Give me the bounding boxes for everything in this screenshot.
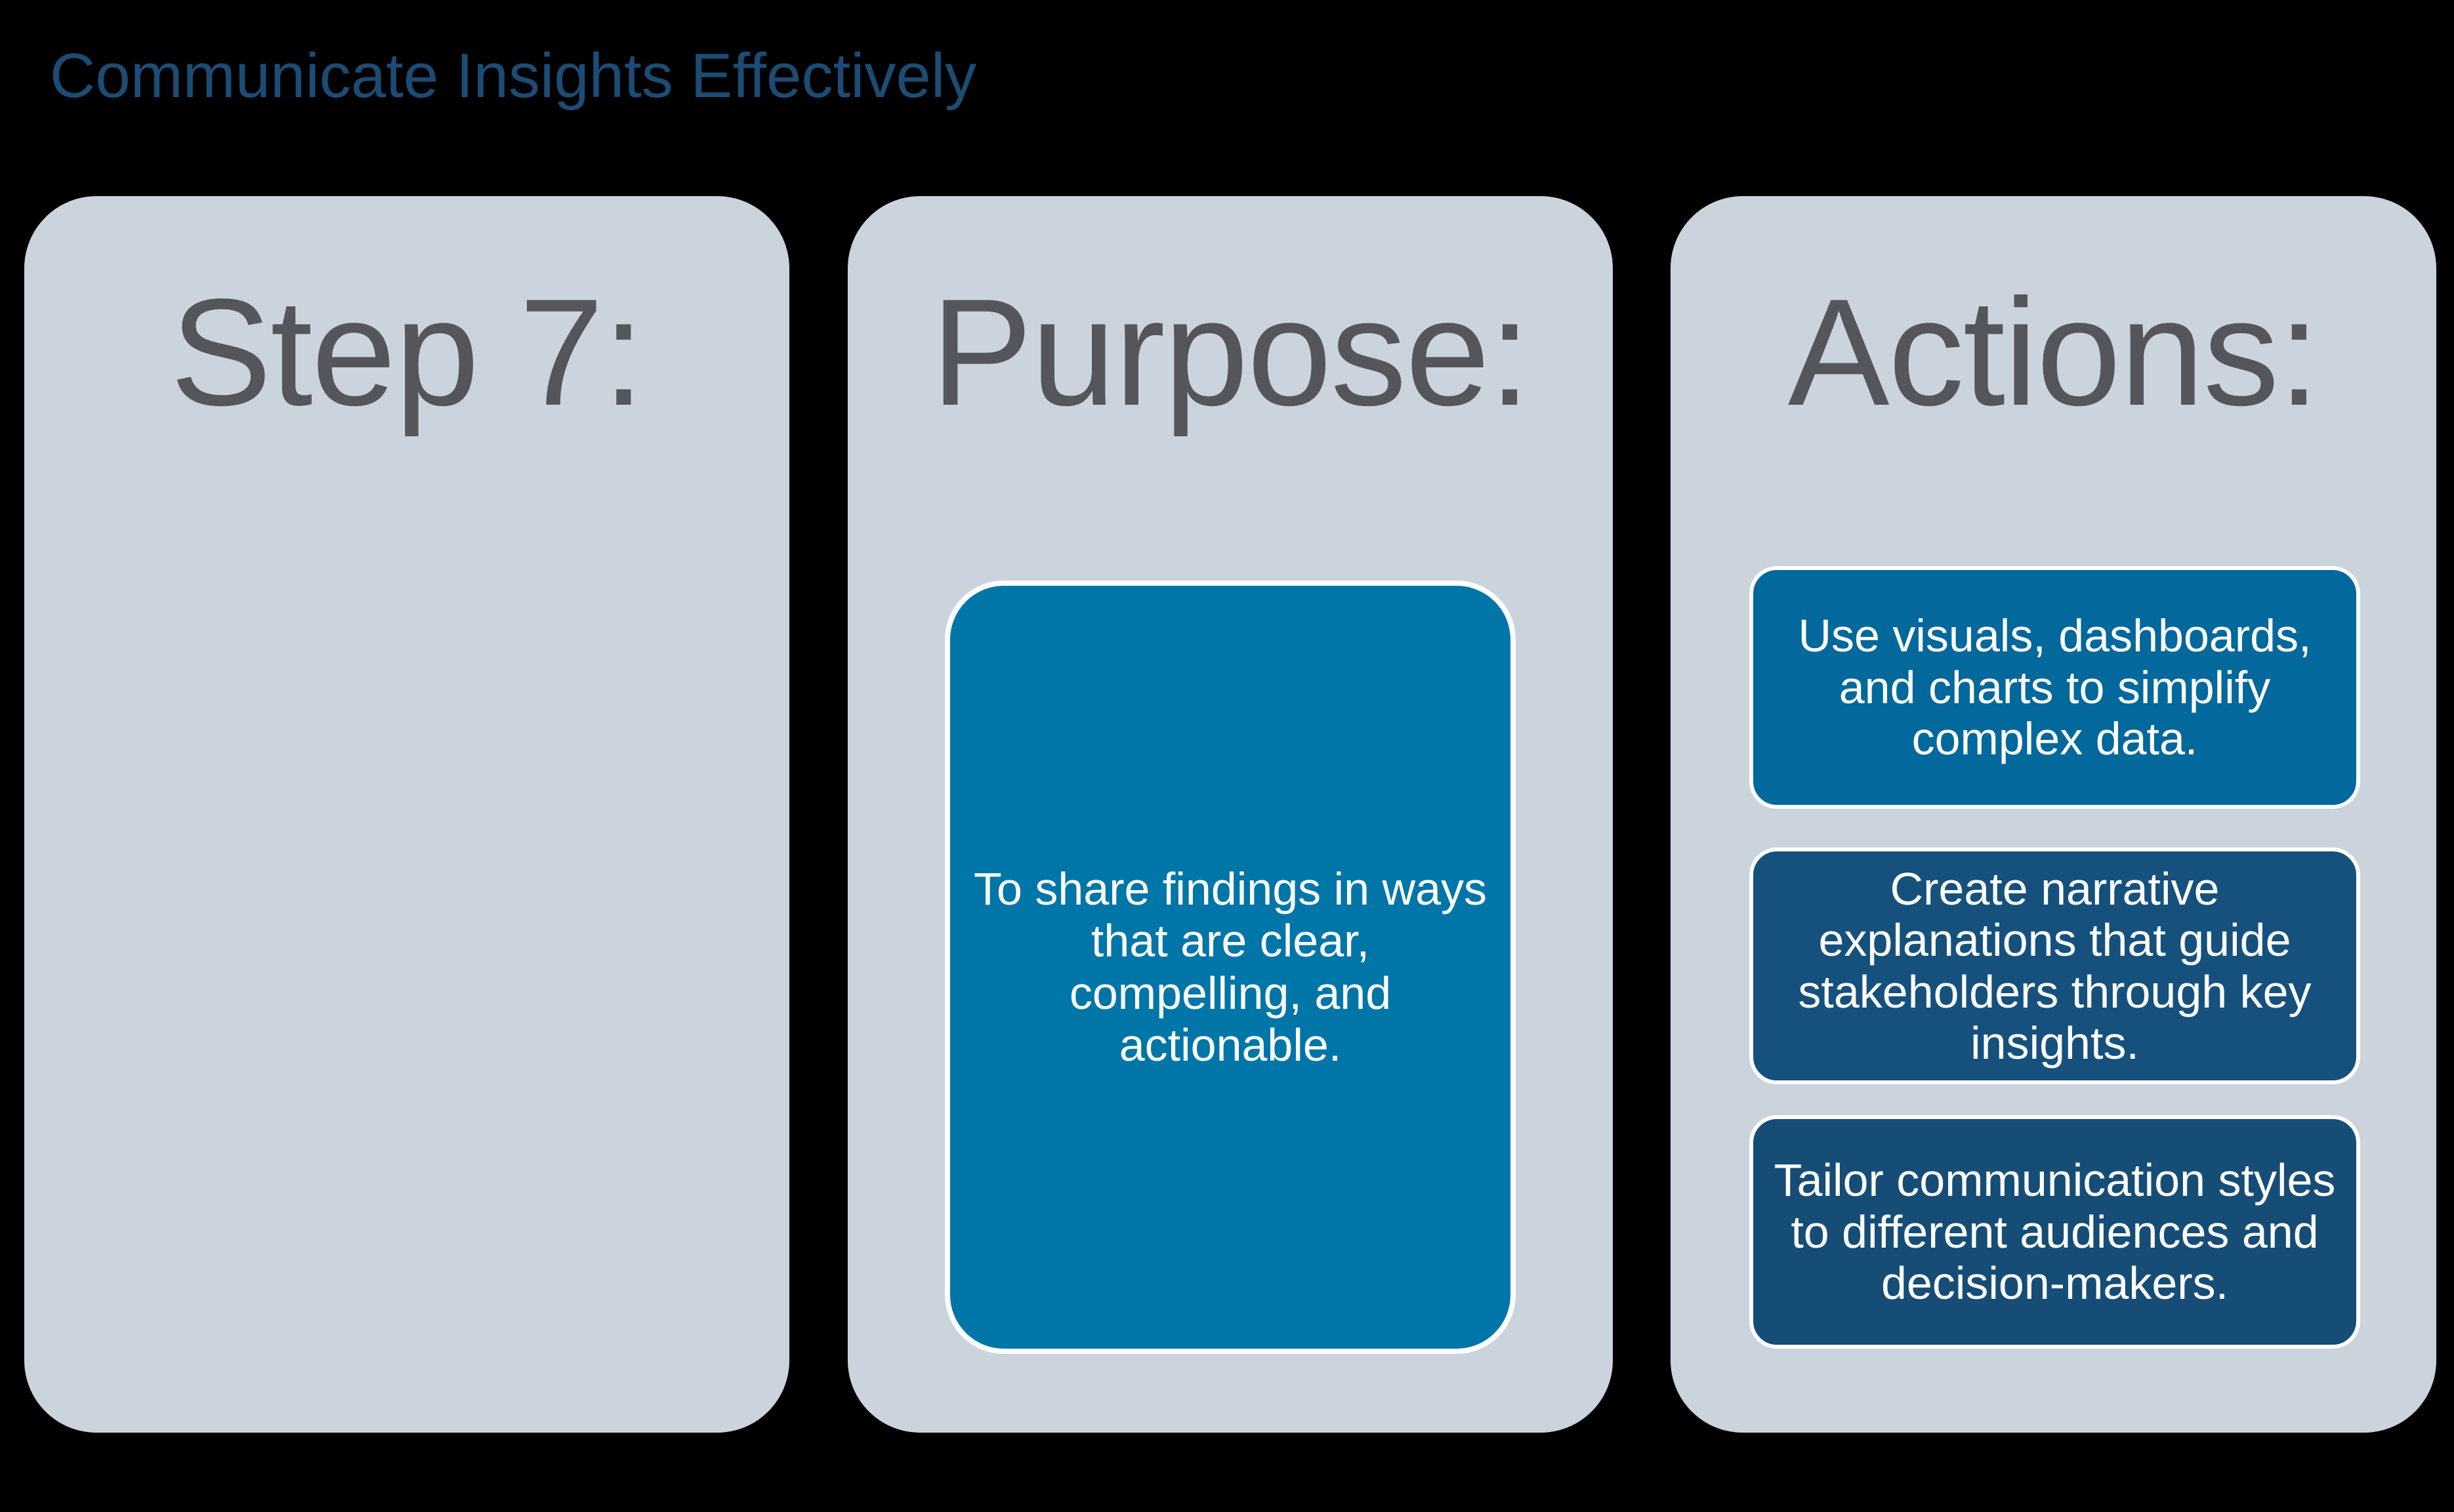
action-box-3-text: Tailor communication styles to different… [1774,1154,2336,1309]
panel-actions: Actions: Use visuals, dashboards, and ch… [1671,196,2436,1433]
panel-purpose-heading: Purpose: [930,268,1531,438]
panel-step-heading: Step 7: [170,268,644,438]
action-box-2: Create narrative explanations that guide… [1749,848,2360,1084]
action-box-1: Use visuals, dashboards, and charts to s… [1749,566,2360,809]
purpose-box: To share findings in ways that are clear… [945,581,1516,1354]
panel-actions-heading: Actions: [1787,268,2320,438]
panel-step: Step 7: [24,196,789,1433]
purpose-box-text: To share findings in ways that are clear… [973,863,1487,1071]
slide-title: Communicate Insights Effectively [50,41,977,111]
action-box-2-text: Create narrative explanations that guide… [1798,863,2312,1069]
panel-purpose: Purpose: To share findings in ways that … [848,196,1613,1433]
action-box-1-text: Use visuals, dashboards, and charts to s… [1798,610,2312,765]
action-box-3: Tailor communication styles to different… [1749,1115,2360,1349]
